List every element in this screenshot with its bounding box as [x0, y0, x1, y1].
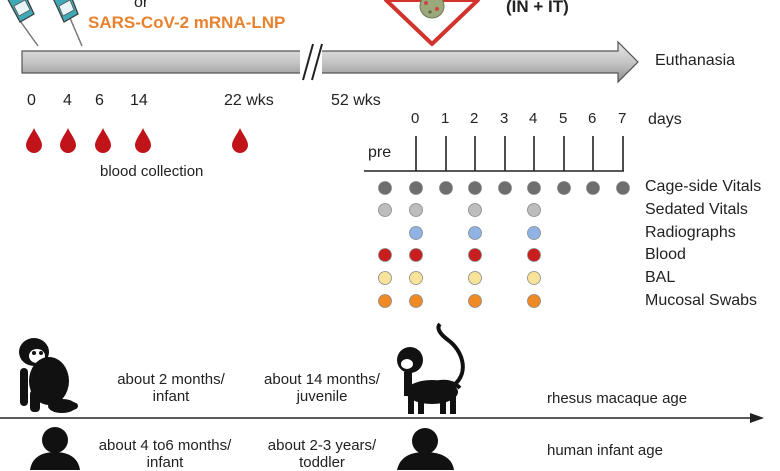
human-toddler-icon — [397, 428, 454, 470]
macaque-juvenile-icon — [397, 322, 465, 414]
days-axis-title: days — [648, 111, 682, 128]
schedule-dot — [378, 181, 392, 195]
day-label: 7 — [618, 110, 627, 127]
schedule-dot — [378, 203, 392, 217]
schedule-dot-grid — [378, 181, 630, 308]
macaque-infant-age-line1: about 2 months/ — [117, 371, 225, 388]
week-52: 52 wks — [331, 92, 381, 109]
rhesus-age-label: rhesus macaque age — [547, 390, 688, 407]
week-4: 4 — [63, 92, 72, 109]
schedule-dot — [468, 181, 482, 195]
blood-drop-icon — [135, 128, 151, 153]
timeline-arrow — [21, 40, 639, 84]
macaque-infant-age-line2: infant — [152, 388, 190, 405]
or-text: or — [134, 0, 149, 11]
legend-label-radiographs: Radiographs — [645, 224, 736, 241]
schedule-dot — [468, 248, 482, 262]
schedule-dot — [409, 294, 423, 308]
macaque-juvenile-age-line2: juvenile — [296, 388, 348, 405]
schedule-dot — [378, 294, 392, 308]
euthanasia-label: Euthanasia — [655, 52, 736, 69]
human-infant-icon — [30, 427, 80, 470]
syringe-icon — [7, 0, 39, 47]
legend-label-mucosal-swabs: Mucosal Swabs — [645, 292, 758, 309]
schedule-dot — [468, 271, 482, 285]
macaque-juvenile-age-line1: about 14 months/ — [264, 371, 380, 388]
macaque-juvenile-age: about 14 months/ juvenile — [252, 371, 392, 405]
human-infant-age: about 4 to6 months/ infant — [80, 437, 250, 471]
blood-drops — [26, 128, 248, 153]
blood-drop-icon — [232, 128, 248, 153]
human-toddler-age-line2: toddler — [299, 454, 345, 471]
schedule-dot — [586, 181, 600, 195]
legend-label-blood: Blood — [645, 246, 686, 263]
age-axis-arrowhead — [750, 413, 764, 423]
schedule-dot — [527, 271, 541, 285]
legend-label-bal: BAL — [645, 269, 676, 286]
human-infant-age-line1: about 4 to6 months/ — [98, 437, 232, 454]
schedule-dot — [527, 203, 541, 217]
schedule-dot — [527, 294, 541, 308]
day-label: 3 — [500, 110, 509, 127]
day-label: 6 — [588, 110, 597, 127]
schedule-dot — [378, 271, 392, 285]
legend-label-cage-side-vitals: Cage-side Vitals — [645, 178, 762, 195]
schedule-dot — [409, 203, 423, 217]
human-toddler-age-line1: about 2-3 years/ — [267, 437, 377, 454]
syringe-icon — [53, 0, 83, 47]
schedule-dot — [527, 248, 541, 262]
day-label: 5 — [559, 110, 568, 127]
day-axis — [364, 136, 624, 172]
schedule-dot — [378, 248, 392, 262]
blood-drop-icon — [26, 128, 42, 153]
schedule-dot — [527, 226, 541, 240]
pre-label: pre — [368, 144, 392, 161]
schedule-dot — [439, 181, 453, 195]
schedule-dot — [498, 181, 512, 195]
schedule-dot — [409, 271, 423, 285]
blood-drop-icon — [60, 128, 76, 153]
blood-drop-icon — [95, 128, 111, 153]
route-label: (IN + IT) — [506, 0, 569, 16]
day-label: 0 — [411, 110, 420, 127]
schedule-dot — [409, 248, 423, 262]
virus-hazard-icon — [384, 0, 480, 46]
day-label: 4 — [529, 110, 538, 127]
week-22: 22 wks — [224, 92, 274, 109]
week-6: 6 — [95, 92, 104, 109]
schedule-dot — [527, 181, 541, 195]
day-label: 1 — [441, 110, 450, 127]
schedule-dot — [468, 203, 482, 217]
macaque-infant-age: about 2 months/ infant — [96, 371, 246, 405]
blood-collection-label: blood collection — [100, 163, 204, 180]
schedule-dot — [557, 181, 571, 195]
day-label: 2 — [470, 110, 479, 127]
legend-label-sedated-vitals: Sedated Vitals — [645, 201, 748, 218]
human-toddler-age: about 2-3 years/ toddler — [252, 437, 392, 471]
schedule-dot — [468, 226, 482, 240]
macaque-infant-icon — [19, 338, 78, 413]
week-0: 0 — [27, 92, 36, 109]
week-14: 14 — [130, 92, 148, 109]
schedule-dot — [409, 181, 423, 195]
human-infant-age-line2: infant — [146, 454, 184, 471]
vaccine-label: SARS-CoV-2 mRNA-LNP — [88, 13, 286, 32]
schedule-dot — [468, 294, 482, 308]
schedule-dot — [409, 226, 423, 240]
schedule-dot — [616, 181, 630, 195]
human-age-label: human infant age — [547, 442, 663, 459]
